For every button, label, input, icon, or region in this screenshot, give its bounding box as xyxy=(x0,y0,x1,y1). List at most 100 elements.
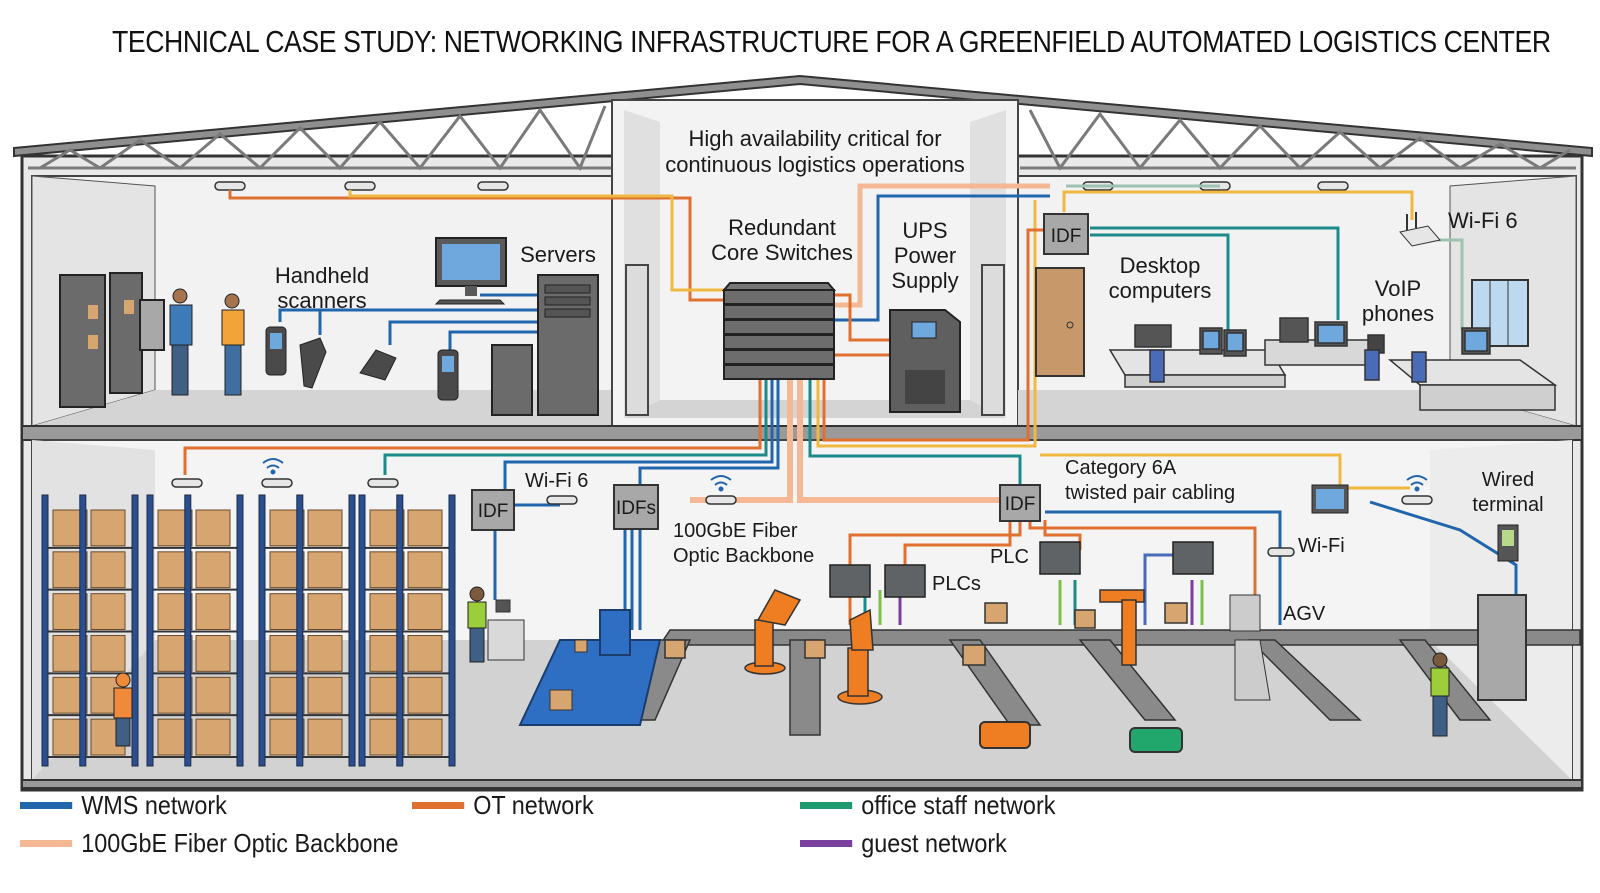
storage-box xyxy=(307,635,343,672)
diagram-labels: High availability critical for continuou… xyxy=(275,126,1544,625)
idf-right-label: IDF xyxy=(1005,494,1036,515)
roof xyxy=(13,74,1593,158)
worker-with-tablet-2 xyxy=(221,293,245,396)
handheld-scanners xyxy=(265,326,459,401)
legend: WMS network OT network office staff netw… xyxy=(0,790,1600,890)
storage-box xyxy=(195,676,231,714)
roof-truss xyxy=(28,105,1576,172)
storage-box xyxy=(195,509,231,547)
rack-upright xyxy=(131,494,139,767)
ups-label-3: Supply xyxy=(891,268,958,293)
rack-upright xyxy=(41,494,49,767)
wifi-office-label: Wi-Fi 6 xyxy=(1448,208,1518,233)
cable-yellow xyxy=(348,190,740,292)
servers-label: Servers xyxy=(520,242,596,267)
idf-cabinet-left xyxy=(471,489,515,531)
wired-terminal-label-1: Wired xyxy=(1482,469,1534,491)
rack-upright xyxy=(448,494,456,767)
idf-office-label: IDF xyxy=(1051,226,1082,247)
sorting-station-blue xyxy=(518,609,662,726)
voip-label-1: VoIP xyxy=(1375,276,1421,301)
robotic-arms xyxy=(744,589,1145,705)
storage-box xyxy=(307,551,343,589)
diagram-title: TECHNICAL CASE STUDY: NETWORKING INFRAST… xyxy=(112,24,1551,59)
ups-label-2: Power xyxy=(894,243,956,268)
storage-box xyxy=(407,676,443,714)
wifi-icon xyxy=(710,475,732,481)
rack-upright xyxy=(258,494,266,767)
network-cables xyxy=(183,183,1518,630)
legend-swatch-office xyxy=(800,802,853,809)
core-door-left xyxy=(625,264,649,416)
ceiling-lights xyxy=(214,181,1349,191)
ups-label-1: UPS xyxy=(902,218,947,243)
desktop-label-2: computers xyxy=(1109,278,1212,303)
server-monitor xyxy=(434,237,507,305)
cable-wms xyxy=(835,194,1050,322)
legend-label-office: office staff network xyxy=(861,790,1056,820)
conveyor-boxes xyxy=(664,602,1188,666)
storage-box xyxy=(90,593,126,631)
pallet-racks xyxy=(41,494,456,767)
rack-upright xyxy=(348,494,356,767)
idf-cabinet-right xyxy=(999,484,1041,522)
pallet-rack xyxy=(146,494,244,767)
legend-swatch-backbone xyxy=(20,840,73,847)
core-switch-stack xyxy=(721,282,837,380)
storage-box xyxy=(195,551,231,589)
office-door xyxy=(1035,267,1085,377)
legend-label-backbone: 100GbE Fiber Optic Backbone xyxy=(81,828,399,858)
ceiling-lights-lower xyxy=(171,478,1433,557)
rack-upright xyxy=(396,494,404,767)
storage-box xyxy=(407,718,443,756)
storage-box xyxy=(307,676,343,714)
rack-upright xyxy=(236,494,244,767)
legend-label-wms: WMS network xyxy=(81,790,227,820)
legend-item-ot: OT network xyxy=(412,790,594,821)
storage-box xyxy=(307,718,343,756)
storage-box xyxy=(195,635,231,672)
legend-item-backbone: 100GbE Fiber Optic Backbone xyxy=(20,828,399,859)
wired-terminal-wall-panel xyxy=(1497,524,1519,562)
wired-terminal-label-2: terminal xyxy=(1472,494,1543,516)
wifi-left-label: Wi-Fi 6 xyxy=(525,470,588,492)
legend-swatch-guest xyxy=(800,840,853,847)
legend-item-office: office staff network xyxy=(800,790,1055,821)
scanner-icon xyxy=(299,337,327,389)
storage-box xyxy=(90,509,126,547)
pack-station-machine xyxy=(1477,594,1527,701)
idf-cabinets-center xyxy=(613,484,659,530)
legend-label-guest: guest network xyxy=(861,828,1007,858)
legend-swatch-wms xyxy=(20,802,73,809)
storage-box xyxy=(90,635,126,672)
ups-power-supply xyxy=(889,309,961,413)
wired-terminal-monitor xyxy=(1311,484,1349,514)
storage-box xyxy=(407,635,443,672)
rack-upright xyxy=(296,494,304,767)
legend-label-ot: OT network xyxy=(473,790,594,820)
cat6a-label-2: twisted pair cabling xyxy=(1065,482,1235,504)
plcs-label: PLCs xyxy=(932,573,981,595)
wifi-signal-icons xyxy=(262,458,1428,492)
plc-label: PLC xyxy=(990,546,1029,568)
storage-box xyxy=(407,593,443,631)
storage-box xyxy=(407,551,443,589)
cat6a-label-1: Category 6A xyxy=(1065,457,1177,479)
worker-with-tablet xyxy=(169,288,193,396)
cable-backbone xyxy=(835,183,1050,308)
plc-units xyxy=(829,541,1214,598)
core-switches-label-1: Redundant xyxy=(728,215,836,240)
storage-box xyxy=(307,509,343,547)
worker-at-station xyxy=(467,586,525,663)
voip-label-2: phones xyxy=(1362,301,1434,326)
backbone-label-2: Optic Backbone xyxy=(673,545,814,567)
wifi-icon xyxy=(262,458,284,464)
floor-upper-left xyxy=(32,390,612,426)
desktop-label-1: Desktop xyxy=(1120,253,1201,278)
core-door-right xyxy=(981,264,1005,416)
legend-item-guest: guest network xyxy=(800,828,1007,859)
idfs-label: IDFs xyxy=(616,498,656,519)
worker-picking xyxy=(113,672,133,747)
wifi-access-point-office xyxy=(1399,212,1441,247)
